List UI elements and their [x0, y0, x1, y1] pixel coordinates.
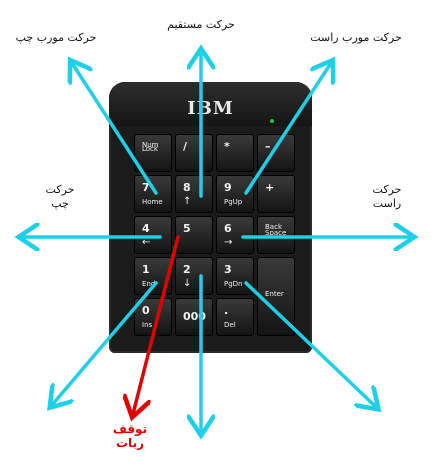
key-label: Back — [265, 223, 282, 231]
key-label: 7 — [142, 181, 150, 194]
key-label: 0 — [142, 304, 150, 317]
key-sublabel: Home — [142, 198, 163, 206]
label-stop-line1: توقف — [112, 422, 148, 436]
key-sublabel: ↑ — [183, 196, 192, 207]
label-stop: توقف ربات — [108, 422, 152, 450]
key-label: 3 — [224, 263, 232, 276]
key-label: Enter — [265, 290, 284, 298]
key-4[interactable]: 4 ← — [134, 216, 172, 254]
key-label: 8 — [183, 181, 191, 194]
label-left-line1: حرکت — [45, 183, 75, 196]
key-8[interactable]: 8 ↑ — [175, 175, 213, 213]
label-stop-line2: ربات — [116, 436, 144, 450]
key-enter[interactable]: Enter — [257, 257, 295, 336]
key-sublabel: → — [224, 237, 233, 248]
key-slash[interactable]: / — [175, 134, 213, 172]
key-sublabel: PgDn — [224, 280, 243, 288]
key-label: + — [265, 181, 275, 194]
key-label: . — [224, 304, 229, 317]
label-left: حرکت چپ — [40, 183, 80, 211]
label-diagonal-right: حرکت مورب راست — [310, 31, 402, 44]
key-sublabel: End — [142, 280, 156, 288]
key-backspace[interactable]: Back Space — [257, 216, 295, 254]
key-label: 1 — [142, 263, 150, 276]
label-diagonal-left: حرکت مورب چپ — [15, 31, 97, 44]
key-sublabel: Ins — [142, 321, 153, 329]
label-right-line2: راست — [372, 197, 402, 210]
key-sublabel: PgUp — [224, 198, 243, 206]
key-1[interactable]: 1 End — [134, 257, 172, 295]
label-straight: حرکت مستقیم — [167, 18, 235, 31]
key-label: / — [183, 140, 188, 153]
key-label: 4 — [142, 222, 150, 235]
key-2[interactable]: 2 ↓ — [175, 257, 213, 295]
brand-logo: IBM — [187, 98, 234, 119]
key-label: 9 — [224, 181, 232, 194]
key-label: 2 — [183, 263, 191, 276]
key-label: 000 — [183, 310, 206, 323]
key-sublabel: Lock — [142, 145, 158, 153]
key-label: * — [224, 140, 230, 153]
key-label: 5 — [183, 222, 191, 235]
key-minus[interactable]: – — [257, 134, 295, 172]
key-000[interactable]: 000 — [175, 298, 213, 336]
key-plus[interactable]: + — [257, 175, 295, 213]
key-sublabel: ← — [142, 237, 151, 248]
key-6[interactable]: 6 → — [216, 216, 254, 254]
key-label: 6 — [224, 222, 232, 235]
key-0[interactable]: 0 Ins — [134, 298, 172, 336]
key-5[interactable]: 5 — [175, 216, 213, 254]
key-9[interactable]: 9 PgUp — [216, 175, 254, 213]
label-left-line2: چپ — [51, 197, 69, 210]
key-numlock[interactable]: Num Lock — [134, 134, 172, 172]
key-sublabel: Space — [265, 229, 287, 237]
key-star[interactable]: * — [216, 134, 254, 172]
key-7[interactable]: 7 Home — [134, 175, 172, 213]
key-sublabel: ↓ — [183, 278, 192, 289]
status-led — [270, 119, 274, 123]
label-right: حرکت راست — [364, 183, 410, 211]
label-right-line1: حرکت — [372, 183, 402, 196]
key-dot[interactable]: . Del — [216, 298, 254, 336]
key-sublabel: Del — [224, 321, 236, 329]
key-label: – — [265, 140, 271, 153]
key-3[interactable]: 3 PgDn — [216, 257, 254, 295]
numeric-keypad: IBM Num Lock / * – 7 Home 8 ↑ 9 PgUp — [109, 82, 312, 353]
